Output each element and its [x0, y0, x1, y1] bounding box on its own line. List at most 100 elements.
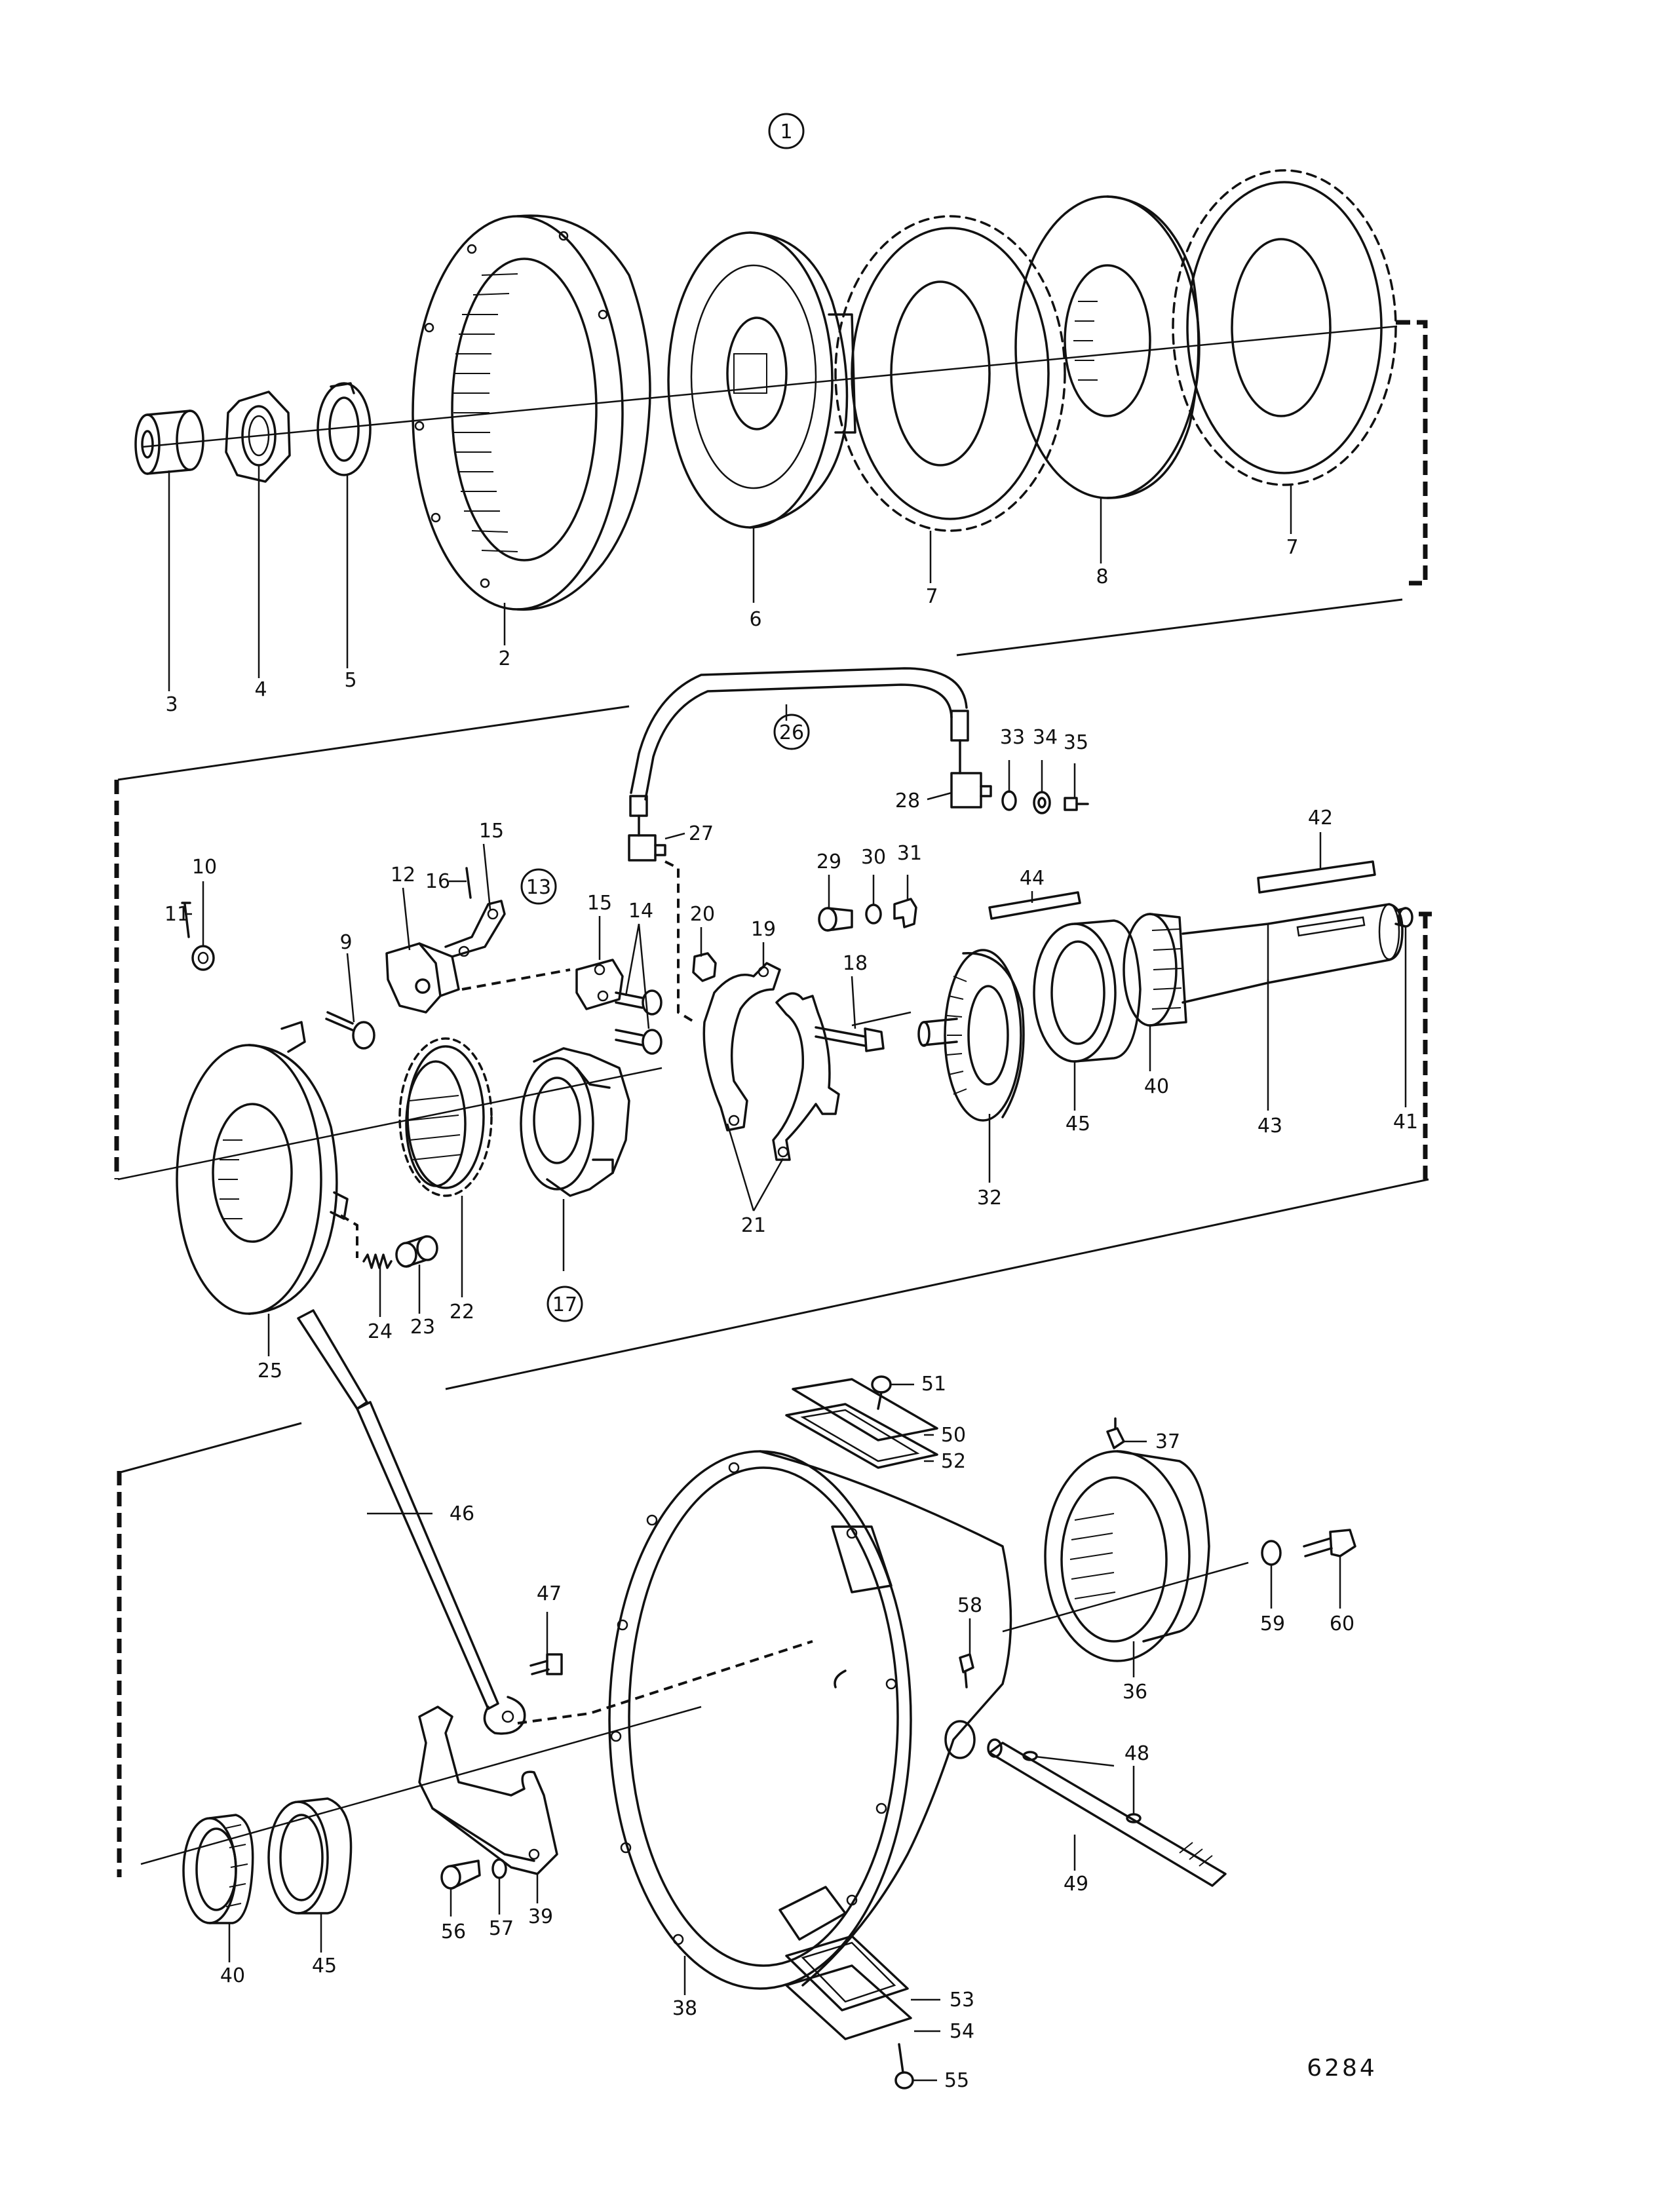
part-label-57: 57: [489, 1917, 514, 1940]
part-9-bolt: [325, 1011, 375, 1050]
part-7-toothed-disc-b: [1172, 169, 1397, 486]
part-label-22: 22: [450, 1301, 474, 1324]
part-15-link-lower: [575, 959, 624, 1010]
callout-circle-1: [768, 113, 805, 149]
part-label-45a: 45: [1066, 1113, 1090, 1135]
part-12-lever: [385, 942, 460, 1014]
section-top: [134, 169, 1428, 691]
part-label-40a: 40: [1144, 1075, 1169, 1098]
part-2-splined-drum: [412, 214, 651, 611]
part-23-plunger: [395, 1235, 438, 1268]
part-20-nut: [692, 952, 717, 982]
part-51-screw: [871, 1375, 892, 1410]
part-37-nipple: [1106, 1417, 1125, 1449]
section-bottom: [117, 1309, 1356, 2089]
part-label-13: 13: [526, 876, 551, 899]
part-label-56: 56: [441, 1920, 466, 1943]
part-label-36: 36: [1123, 1681, 1147, 1704]
part-label-60: 60: [1330, 1612, 1354, 1635]
part-10-nut: [191, 945, 215, 971]
part-label-16: 16: [425, 870, 450, 893]
part-label-27: 27: [689, 822, 714, 845]
part-30-washer: [865, 904, 882, 925]
part-5-lockwasher: [317, 382, 372, 476]
part-59-washer: [1261, 1540, 1282, 1566]
part-49-shift-shaft: [987, 1738, 1227, 1887]
part-36-bearing-housing: [1044, 1450, 1210, 1662]
part-6-pressure-plate: [667, 231, 856, 529]
part-label-7a: 7: [925, 585, 938, 608]
part-32-bevel-gear: [917, 949, 1025, 1122]
part-label-10: 10: [192, 856, 217, 879]
part-label-58: 58: [957, 1594, 982, 1617]
part-43-shaft: [1181, 903, 1404, 1004]
callout-circle-17: [547, 1286, 583, 1322]
drawing-number: 6284: [1307, 2055, 1377, 2082]
part-14-bolts: [615, 989, 663, 1055]
part-29-bolt: [818, 907, 853, 932]
part-53-gasket: [785, 1935, 909, 2012]
part-21-fork-halves: [702, 962, 840, 1161]
part-label-51: 51: [921, 1373, 946, 1396]
part-label-15a: 15: [479, 820, 504, 843]
part-label-59: 59: [1260, 1612, 1285, 1635]
part-label-17: 17: [552, 1293, 577, 1316]
part-label-25: 25: [258, 1360, 282, 1382]
part-56-bolt: [440, 1859, 481, 1890]
callout-circle-13: [520, 868, 557, 905]
part-38-housing: [608, 1450, 1012, 1990]
part-label-37: 37: [1155, 1430, 1180, 1453]
part-label-52: 52: [941, 1450, 966, 1473]
part-label-41: 41: [1393, 1111, 1418, 1134]
part-label-53: 53: [950, 1989, 974, 2012]
part-7-toothed-disc-a: [834, 215, 1066, 532]
part-35-screw: [1064, 797, 1089, 811]
part-31-lockplate: [893, 898, 917, 928]
part-22-adjusting-ring: [398, 1037, 493, 1197]
part-label-33: 33: [1000, 726, 1025, 749]
part-16-pin: [465, 867, 472, 899]
group-callout-label: 1: [780, 121, 792, 143]
part-label-48: 48: [1124, 1742, 1149, 1765]
part-28-banjo: [950, 739, 992, 809]
part-45-race-bottom: [267, 1797, 353, 1915]
part-label-31: 31: [897, 842, 922, 865]
part-39-shift-fork: [418, 1706, 558, 1875]
part-label-26: 26: [779, 721, 804, 744]
part-60-bolt: [1303, 1529, 1356, 1557]
part-label-35: 35: [1064, 731, 1088, 754]
part-label-46: 46: [450, 1502, 474, 1525]
part-label-3: 3: [165, 693, 178, 716]
part-24-spring: [362, 1253, 393, 1269]
part-label-7b: 7: [1286, 536, 1298, 559]
part-label-8: 8: [1096, 565, 1108, 588]
part-label-4: 4: [254, 678, 267, 701]
part-label-23: 23: [410, 1316, 435, 1339]
part-41-plug: [1394, 907, 1413, 928]
part-label-44: 44: [1020, 867, 1045, 890]
part-label-34: 34: [1033, 726, 1058, 749]
part-label-20: 20: [690, 903, 715, 926]
part-label-29: 29: [816, 850, 841, 873]
part-label-30: 30: [861, 846, 886, 869]
part-58-breather: [959, 1653, 974, 1688]
part-44-key: [988, 891, 1081, 920]
part-label-2: 2: [498, 647, 510, 670]
part-label-43: 43: [1258, 1115, 1282, 1137]
part-11-pin: [181, 902, 191, 938]
part-label-5: 5: [344, 669, 356, 692]
part-55-screw: [894, 2043, 914, 2089]
part-34-washer-hole: [1037, 797, 1047, 809]
callout-circle-26: [773, 714, 810, 750]
part-46-lever: [297, 1309, 526, 1735]
part-17-carrier: [520, 1047, 630, 1197]
part-label-18: 18: [843, 952, 868, 975]
part-33-washer: [1001, 790, 1017, 811]
part-8-friction-disc: [1014, 195, 1200, 499]
part-label-28: 28: [895, 790, 920, 812]
part-label-39: 39: [528, 1905, 553, 1928]
part-label-40b: 40: [220, 1964, 245, 1987]
part-54-cover: [785, 1964, 912, 2040]
part-45-race-mid: [1033, 919, 1142, 1063]
